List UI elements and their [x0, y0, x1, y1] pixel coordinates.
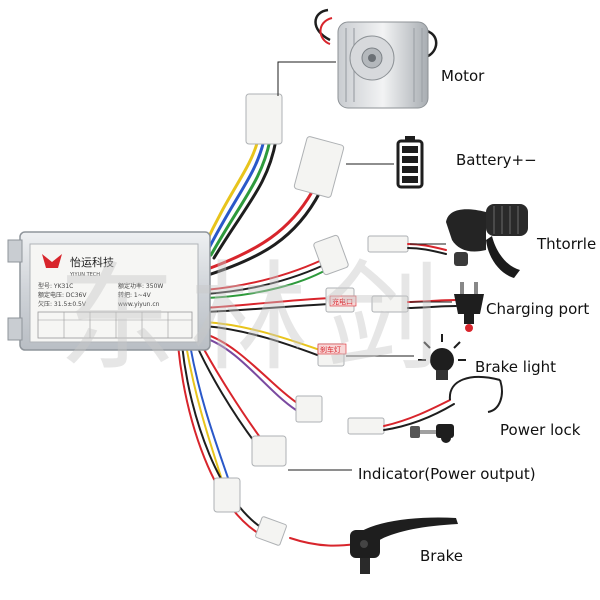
- controller-throttle-spec: 转把: 1~4V: [118, 291, 152, 299]
- brake-light-image: [418, 334, 466, 380]
- battery-connector: [293, 136, 345, 198]
- controller-model: 型号: YK31C: [38, 282, 73, 290]
- controller-website: www.yiyun.cn: [118, 301, 160, 308]
- throttle-connector-controller: [313, 234, 349, 276]
- brand-logo: [42, 254, 62, 268]
- brake-lever-image: [350, 517, 458, 574]
- label-motor: Motor: [441, 67, 485, 85]
- brake-connector-device: [255, 516, 287, 546]
- label-brake-light: Brake light: [475, 358, 557, 376]
- controller-power: 额定功率: 350W: [118, 282, 163, 290]
- indicator-connector: [251, 435, 287, 467]
- brake-light-tag: [317, 343, 347, 355]
- label-throttle: Thtorrle: [537, 235, 597, 253]
- motor-image: [314, 8, 438, 109]
- label-indicator: Indicator(Power output): [358, 465, 536, 483]
- power-lock-connector-device: [347, 417, 385, 435]
- label-power-lock: Power lock: [500, 421, 581, 439]
- battery-icon: [396, 136, 424, 189]
- throttle-image: [446, 204, 528, 278]
- charging-tag: [329, 295, 357, 307]
- leader-lines: [277, 61, 452, 471]
- power-lock-connector-controller: [295, 395, 323, 423]
- watermark: 东林剑: [58, 249, 455, 387]
- label-battery: Battery+−: [456, 151, 537, 169]
- motor-connector: [245, 93, 283, 145]
- label-charging-port: Charging port: [486, 300, 590, 318]
- charging-connector-device: [371, 295, 409, 313]
- controller-brand: 怡运科技: [70, 255, 114, 269]
- connectors: [213, 93, 409, 546]
- controller: 怡运科技 YIYUN TECH 型号: YK31C 额定功率: 350W 额定电…: [7, 231, 211, 351]
- wire-bundle: [177, 138, 331, 534]
- controller-brand-sub: YIYUN TECH: [69, 272, 100, 278]
- brake-connector-controller: [213, 477, 241, 513]
- charging-plug-image: [454, 282, 484, 332]
- controller-voltage: 额定电压: DC36V: [38, 291, 87, 299]
- label-brake: Brake: [420, 547, 464, 565]
- power-lock-image: [410, 375, 503, 443]
- brake-light-tag-text: 刹车灯: [320, 345, 341, 354]
- charging-tag-text: 充电口: [332, 297, 353, 306]
- controller-undervoltage: 欠压: 31.5±0.5V: [38, 300, 87, 308]
- wiring-table: [37, 311, 193, 339]
